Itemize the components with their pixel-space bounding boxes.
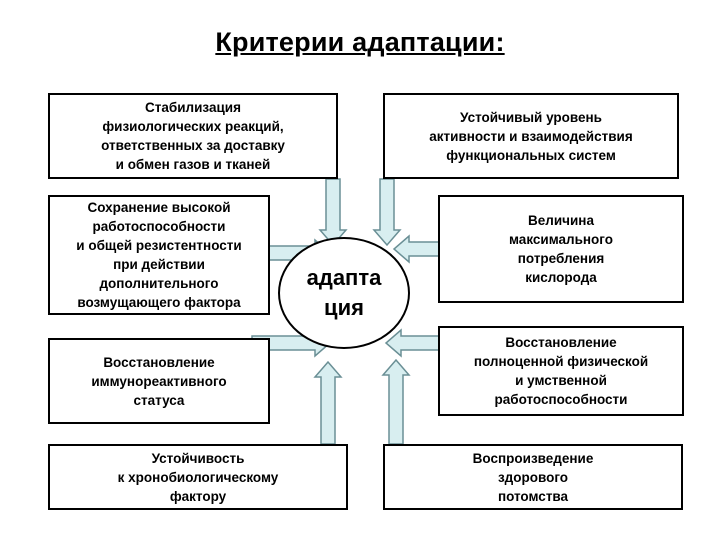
box-work-capacity: Сохранение высокой работоспособности и о… [48,195,270,315]
arrow-from-chrono [313,360,343,445]
box-chrono-text: Устойчивость к хронобиологическому факто… [117,450,279,504]
box-activity-level-text: Устойчивый уровень активности и взаимоде… [429,109,633,163]
arrow-from-oxygen [392,234,441,264]
arrow-from-activity-level [372,178,402,247]
box-oxygen-text: Величина максимального потребления кисло… [509,213,613,285]
box-recovery-text: Восстановление полноценной физической и … [473,335,649,407]
arrow-from-offspring [381,358,411,445]
box-stabilization-text: Стабилизация физиологических реакций, от… [101,100,285,172]
box-recovery: Восстановление полноценной физической и … [438,326,684,416]
box-stabilization: Стабилизация физиологических реакций, от… [48,93,338,179]
box-offspring-text: Воспроизведение здорового потомства [472,450,594,504]
box-immuno-text: Восстановление иммунореактивного статуса [91,354,227,408]
center-adaptation-ellipse: адапта ция [278,237,410,349]
box-work-capacity-text: Сохранение высокой работоспособности и о… [76,200,242,310]
center-adaptation-text: адапта ция [306,265,382,320]
box-immuno: Восстановление иммунореактивного статуса [48,338,270,424]
box-chrono: Устойчивость к хронобиологическому факто… [48,444,348,510]
box-activity-level: Устойчивый уровень активности и взаимоде… [383,93,679,179]
arrow-from-stabilization [318,178,348,247]
box-oxygen: Величина максимального потребления кисло… [438,195,684,303]
arrow-from-recovery [384,328,441,358]
box-offspring: Воспроизведение здорового потомства [383,444,683,510]
page-title: Критерии адаптации: [215,27,505,57]
